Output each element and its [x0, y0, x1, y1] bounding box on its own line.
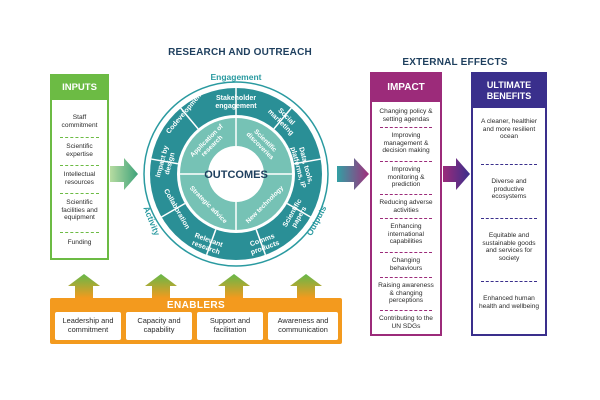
enablers-title: ENABLERS — [166, 300, 226, 311]
list-item: Reducing adverse activities — [379, 199, 433, 214]
divider — [380, 127, 432, 128]
inputs-title: INPUTS — [52, 76, 107, 100]
list-item: Scientific expertise — [66, 143, 93, 158]
list-item: Staff commitment — [61, 114, 98, 129]
up-arrow — [68, 274, 100, 298]
ring-divider — [151, 158, 179, 165]
research-outreach-header: RESEARCH AND OUTREACH — [168, 47, 312, 58]
divider — [60, 165, 99, 166]
divider — [380, 277, 432, 278]
up-arrow — [290, 274, 322, 298]
benefits-title: ULTIMATE BENEFITS — [473, 74, 545, 108]
benefits-panel: ULTIMATE BENEFITS A cleaner, healthier a… — [471, 72, 547, 336]
list-item: Changing policy & setting agendas — [379, 108, 433, 123]
divider — [481, 218, 537, 219]
divider — [60, 232, 99, 233]
ring-divider — [273, 107, 292, 130]
up-arrow — [145, 274, 177, 298]
ring-label-engagement: Engagement — [210, 72, 261, 82]
ring-divider — [286, 202, 311, 218]
divider — [380, 252, 432, 253]
flow-arrow — [110, 158, 138, 190]
enabler-item: Leadership and commitment — [55, 312, 121, 340]
enabler-item: Capacity and capability — [126, 312, 192, 340]
flow-arrow — [337, 158, 369, 190]
list-item: Enhanced human health and wellbeing — [478, 295, 540, 310]
list-item: Raising awareness & changing perceptions — [378, 282, 434, 305]
impact-title: IMPACT — [372, 74, 440, 102]
list-item: Improving management & decision making — [382, 132, 430, 155]
divider — [481, 281, 537, 282]
list-item: Diverse and productive ecosystems — [491, 178, 527, 201]
list-item: Changing behaviours — [389, 257, 423, 272]
external-effects-header: EXTERNAL EFFECTS — [402, 57, 508, 68]
inputs-panel: INPUTS Staff commitment Scientific exper… — [50, 74, 109, 260]
list-item: Improving monitoring & prediction — [387, 166, 425, 189]
list-item: Intellectual resources — [63, 171, 96, 186]
divider — [380, 310, 432, 311]
list-item: Equitable and sustainable goods and serv… — [482, 232, 536, 262]
divider — [380, 218, 432, 219]
up-arrow — [218, 274, 250, 298]
list-item: Scientific facilities and equipment — [61, 199, 98, 222]
list-item: Contributing to the UN SDGs — [379, 315, 433, 330]
ring-divider — [255, 229, 267, 256]
ring-divider — [205, 229, 217, 256]
enabler-item: Awareness and communication — [268, 312, 338, 340]
list-item: A cleaner, healthier and more resilient … — [480, 118, 538, 141]
ring-divider — [180, 107, 199, 130]
divider — [481, 164, 537, 165]
ring-divider — [293, 158, 321, 165]
divider — [60, 193, 99, 194]
list-item: Enhancing international capabilities — [388, 223, 424, 246]
impact-panel: IMPACT Changing policy & setting agendas… — [370, 72, 442, 336]
divider — [380, 194, 432, 195]
wheel-center-label: OUTCOMES — [204, 169, 268, 181]
ring-divider — [161, 202, 186, 218]
divider — [380, 161, 432, 162]
enabler-item: Support and facilitation — [197, 312, 263, 340]
divider — [60, 137, 99, 138]
flow-arrow — [443, 158, 470, 190]
list-item: Funding — [67, 239, 92, 246]
